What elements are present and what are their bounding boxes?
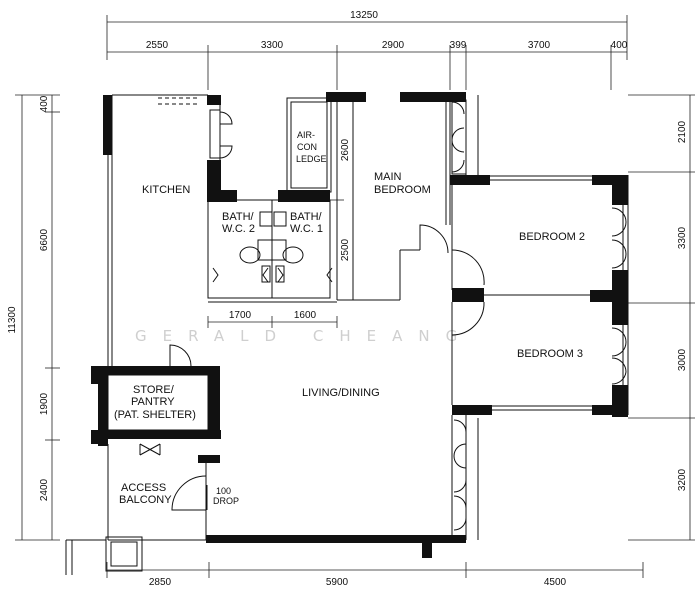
dim-top-1: 2550	[146, 40, 169, 51]
label-drop-line2: DROP	[213, 496, 239, 506]
dim-left-3: 1900	[39, 392, 50, 415]
dim-left-2: 6600	[39, 228, 50, 251]
label-living-dining: LIVING/DINING	[302, 387, 380, 399]
label-balcony-line2: BALCONY	[119, 494, 172, 506]
label-store-line3: (PAT. SHELTER)	[114, 409, 196, 421]
dim-bath-width-2: 1600	[294, 310, 317, 321]
dim-bottom-2: 5900	[326, 577, 349, 588]
doors	[169, 99, 627, 531]
label-bath2-line2: W.C. 2	[222, 223, 255, 235]
bottom-dimensions: 2850 5900 4500	[106, 562, 644, 588]
label-bedroom2: BEDROOM 2	[519, 231, 585, 243]
walls	[91, 92, 628, 558]
label-balcony-line1: ACCESS	[121, 482, 166, 494]
dim-bottom-1: 2850	[149, 577, 172, 588]
dim-top-3: 2900	[382, 40, 405, 51]
left-dimensions: 11300 400 6600 1900 2400	[7, 94, 60, 541]
dim-top-5: 3700	[528, 40, 551, 51]
label-aircon-line2: CON	[297, 142, 317, 152]
dim-left-1: 400	[39, 95, 50, 112]
label-aircon-line3: LEDGE	[296, 154, 327, 164]
label-store-line2: PANTRY	[131, 396, 175, 408]
label-store-line1: STORE/	[133, 384, 175, 396]
watermark: GERALD CHEANG	[135, 327, 473, 345]
label-bath1-line2: W.C. 1	[290, 223, 323, 235]
dim-bottom-3: 4500	[544, 577, 567, 588]
dim-top-6: 400	[611, 40, 628, 51]
dim-kitchen-side: 2600	[340, 138, 351, 161]
label-bath1-line1: BATH/	[290, 211, 323, 223]
dim-bath-width-1: 1700	[229, 310, 252, 321]
label-aircon-line1: AIR-	[297, 130, 315, 140]
label-kitchen: KITCHEN	[142, 184, 190, 196]
room-labels: KITCHEN BATH/ W.C. 2 BATH/ W.C. 1 AIR- C…	[114, 130, 585, 506]
dim-right-3: 3000	[677, 348, 688, 371]
wall-lines	[65, 94, 629, 575]
label-bath2-line1: BATH/	[222, 211, 255, 223]
label-bedroom3: BEDROOM 3	[517, 348, 583, 360]
label-main-bedroom-line1: MAIN	[374, 171, 402, 183]
dim-right-2: 3300	[677, 226, 688, 249]
label-drop-line1: 100	[216, 486, 231, 496]
top-dimensions: 13250 2550 3300 2900 399 3700 400	[106, 10, 628, 90]
right-dimensions: 2100 3300 3000 3200	[628, 94, 695, 541]
dim-top-2: 3300	[261, 40, 284, 51]
label-main-bedroom-line2: BEDROOM	[374, 184, 431, 196]
dim-bath-side: 2500	[340, 238, 351, 261]
dim-left-4: 2400	[39, 478, 50, 501]
dim-right-1: 2100	[677, 120, 688, 143]
dim-left-total: 11300	[7, 306, 18, 334]
dim-top-4: 399	[450, 40, 467, 51]
dim-top-total: 13250	[350, 10, 378, 21]
dim-right-4: 3200	[677, 468, 688, 491]
